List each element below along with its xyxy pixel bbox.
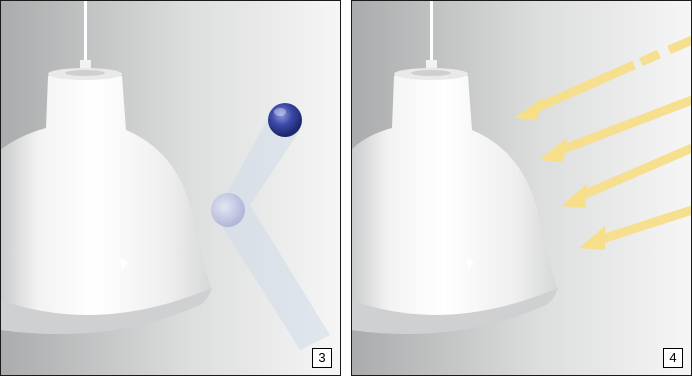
- panel-left: 3: [0, 0, 341, 376]
- cord: [84, 0, 87, 62]
- panel-number-badge: 4: [663, 348, 683, 368]
- cord: [430, 0, 433, 62]
- lamp-illustration-right: [351, 0, 692, 376]
- panel-number-badge: 3: [312, 348, 332, 368]
- socket-cap: [80, 60, 91, 68]
- socket-cap: [426, 60, 437, 68]
- panel-right: 4: [351, 0, 692, 376]
- lamp-illustration-left: [0, 0, 341, 376]
- ball: [268, 103, 302, 137]
- ball-ghost: [211, 193, 245, 227]
